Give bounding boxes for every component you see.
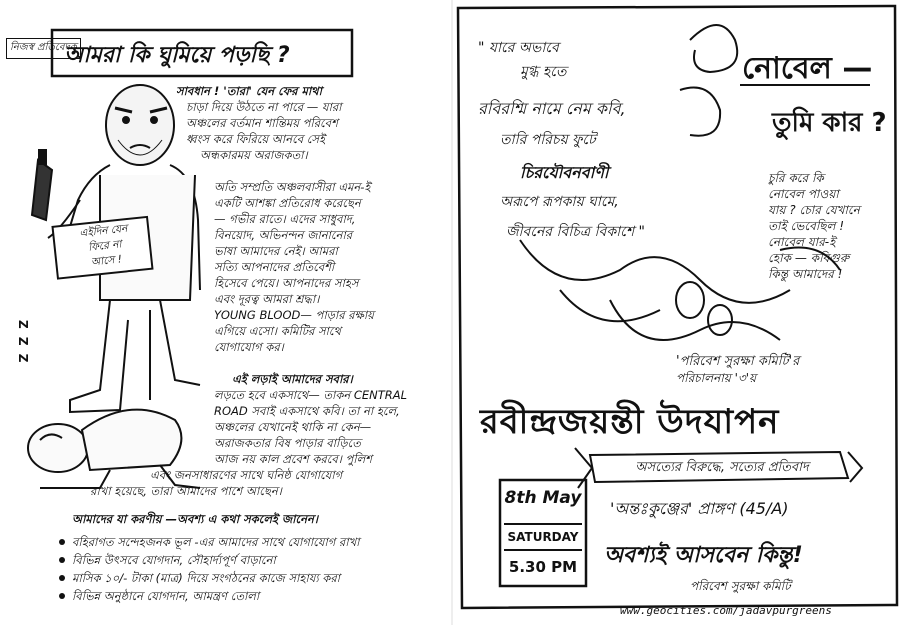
body-line: আজ নয় কাল প্রবেশ করবে। পুলিশ (214, 452, 372, 466)
chest-sign-text: এইদিন যেন ফিরে না আসে ! (58, 219, 152, 273)
page-title: আমরা কি ঘুমিয়ে পড়ছি ? (64, 43, 290, 68)
organizer-line: পরিচালনায় '৩'য় (676, 371, 757, 385)
organizer-line: 'পরিবেশ সুরক্ষা কমিটি'র (676, 354, 800, 369)
body-line: অরাজকতার বিষ পাড়ার বাড়িতে (214, 436, 361, 450)
note-line: নোবেল যার-ই (768, 235, 836, 249)
note-line: কিন্তু আমাদের ! (768, 267, 843, 281)
todo-intro: আমাদের যা করণীয় —অবশ্য এ কথা সকলেই জানে… (72, 512, 318, 526)
todo-item: বিভিন্ন উৎসবে যোগদান, সৌহার্দ্যপূর্ণ বাড… (72, 553, 276, 567)
body-line: YOUNG BLOOD— পাড়ার রক্ষায় (214, 308, 374, 322)
body-line: ভাষা আমাদের নেই। আমরা (214, 244, 338, 258)
body-line: অঞ্চলের বর্তমান শান্তিময় পরিবেশ (186, 116, 338, 130)
quote-line: " যারে অভাবে (478, 40, 559, 56)
invite-text: অবশ্যই আসবেন কিন্তু! (604, 543, 803, 568)
title-box (50, 28, 354, 78)
note-line: হোক — কবিগুরু (768, 251, 850, 265)
note-line: নোবেল পাওয়া (768, 187, 839, 201)
note-line: যায় ? চোর যেখানে (768, 203, 860, 217)
event-time: 5.30 PM (508, 558, 578, 576)
banner-text: অসত্যের বিরুদ্ধে, সত্যের প্রতিবাদ (635, 460, 809, 475)
body-line: চাড়া দিয়ে উঠতে না পারে — যারা (186, 100, 342, 114)
quote-line: জীবনের বিচিত্র বিকাশে " (506, 224, 645, 240)
todo-item: বিভিন্ন অনুষ্ঠানে যোগদান, আমন্ত্রণ তোলা (72, 589, 260, 603)
body-line: সত্যি আপনাদের প্রতিবেশী (214, 260, 335, 274)
banner-ribbon (588, 450, 850, 484)
body-line: অন্ধকারময় অরাজকতা। (200, 148, 308, 162)
quote-line: মুগ্ধ হতে (520, 64, 567, 80)
date-box (498, 478, 588, 588)
body-line: রাখা হয়েছে, তারা আমাদের পাশে আছেন। (90, 484, 282, 498)
body-line: একটি আশঙ্কা প্রতিরোধ করেছেন (214, 196, 361, 210)
event-title: রবীন্দ্রজয়ন্তী উদযাপন (480, 402, 780, 442)
body-line: অতি সম্প্রতি অঞ্চলবাসীরা এমন-ই (214, 180, 371, 194)
body-line: এই লড়াই আমাদের সবার। (232, 372, 353, 386)
note-line: চুরি করে কি (768, 171, 824, 185)
body-line: এগিয়ে এসো। কমিটির সাথে (214, 324, 341, 338)
quote-line: চিরযৌবনবাণী (520, 163, 609, 182)
chest-sign (51, 215, 154, 280)
event-date: 8th May (504, 488, 582, 508)
body-line: ধ্বংস করে ফিরিয়ে আনবে সেই (186, 132, 325, 146)
body-line: লড়তে হবে একসাথে— তাকন CENTRAL (214, 388, 408, 402)
sleeping-boy-illustration (27, 408, 201, 489)
todo-item: মাসিক ১০/- টাকা (মাত্র) দিয়ে সংগঠনের কা… (72, 571, 341, 585)
note-line: তাই ভেবেছিল ! (768, 219, 845, 233)
body-line: হিসেবে পেয়ে। আপনাদের সাহস (214, 276, 359, 290)
quote-line: রবিরশ্মি নামে নেম কবি, (478, 99, 626, 118)
event-venue: 'অন্তঃকুঞ্জের' প্রাঙ্গণ (45/A) (610, 499, 789, 518)
body-line: — গভীর রাতে। এদের সাধুবাদ, (214, 212, 356, 226)
quote-line: তারি পরিচয় ফুটে (500, 132, 596, 148)
body-line: অঞ্চলের যেখানেই থাকি না কেন— (214, 420, 372, 434)
nobel-title: নোবেল — (742, 51, 873, 86)
event-day: SATURDAY (507, 530, 579, 544)
body-line: বিনয়োদ, অভিনন্দন জানানোর (214, 228, 353, 242)
body-line: যোগাযোগ কর। (214, 340, 284, 354)
body-line: এবং জনসাধারণের সাথে ঘনিষ্ঠ যোগাযোগ (150, 468, 343, 482)
body-line: সাবধান ! 'তারা' যেন ফের মাথা (176, 84, 322, 98)
sleep-z-text: Z Z Z (16, 320, 30, 365)
website-url: www.geocities.com/jadavpurgreens (620, 604, 832, 617)
body-line: ROAD সবাই একসাথে কবি। তা না হলে, (214, 404, 400, 418)
todo-item: বহিরাগত সন্দেহজনক ভূল -এর আমাদের সাথে যো… (72, 535, 360, 549)
committee-signature: পরিবেশ সুরক্ষা কমিটি (690, 579, 791, 593)
quote-line: অরূপে রূপকায় ঘামে, (500, 194, 619, 210)
corner-tag: নিজস্ব প্রতিবেদক (6, 38, 81, 59)
swirl-decoration (519, 24, 841, 341)
right-panel-border (456, 4, 899, 610)
nobel-subtitle: তুমি কার ? (772, 108, 887, 138)
body-line: এবং দূরত্ব আমরা শ্রদ্ধা। (214, 292, 320, 306)
